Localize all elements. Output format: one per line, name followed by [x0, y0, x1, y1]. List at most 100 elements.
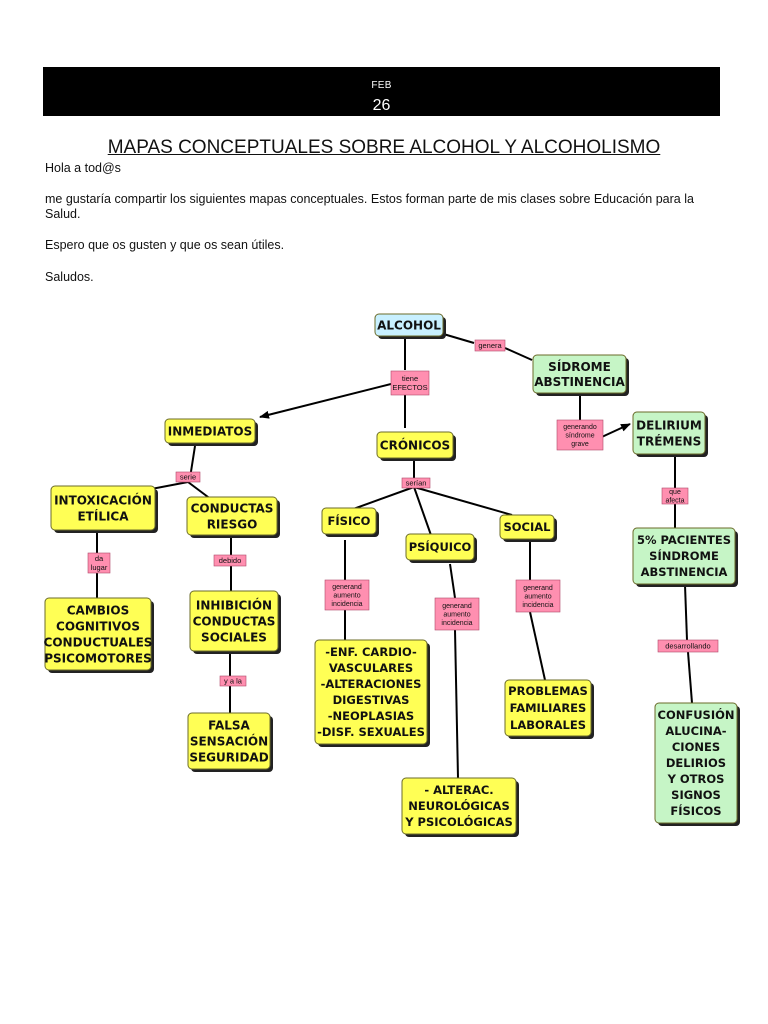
link-label-text: aumento	[524, 593, 551, 600]
concept-node-text: SOCIALES	[201, 630, 267, 644]
post-paragraph: Espero que os gusten y que os sean útile…	[45, 238, 285, 252]
link-label-que_afecta: que afecta	[661, 487, 689, 505]
concept-node-text: PSÍQUICO	[409, 539, 472, 554]
post-paragraph: me gustaría compartir los siguientes map…	[45, 192, 694, 221]
concept-node-cambios: CAMBIOS COGNITIVOS CONDUCTUALES PSICOMOTORE…	[44, 597, 154, 673]
concept-node-cronicos: CRÓNICOS	[376, 431, 456, 461]
concept-node-fisico: FÍSICO	[321, 507, 379, 537]
post-date-bar: FEB 26	[43, 67, 720, 116]
post-paragraph: Hola a tod@s	[45, 161, 121, 175]
post-paragraph: Saludos.	[45, 270, 94, 284]
concept-node-text: - ALTERAC.	[424, 783, 493, 797]
concept-node-text: -ALTERACIONES	[321, 677, 422, 691]
concept-node-text: CRÓNICOS	[380, 437, 450, 452]
map-connector	[454, 629, 459, 779]
link-label-text: genera	[478, 341, 502, 350]
link-label-text: aumento	[333, 592, 360, 599]
link-label-text: serie	[180, 473, 196, 482]
concept-node-text: ALUCINA-	[665, 724, 726, 738]
concept-node-text: -DISF. SEXUALES	[317, 725, 425, 739]
link-label-text: serían	[406, 479, 427, 488]
link-label-text: incidencia	[441, 620, 472, 627]
concept-node-text: Y PSICOLÓGICAS	[404, 814, 513, 829]
concept-node-text: Y OTROS	[667, 772, 725, 786]
concept-node-text: RIESGO	[207, 517, 258, 531]
concept-node-text: NEUROLÓGICAS	[408, 798, 509, 813]
link-label-genera: genera	[474, 339, 506, 352]
link-label-text: lugar	[91, 563, 108, 572]
concept-node-text: COGNITIVOS	[56, 619, 140, 633]
concept-node-alcohol: ALCOHOL	[374, 313, 446, 339]
concept-node-text: FÍSICO	[328, 513, 371, 528]
link-label-text: incidencia	[522, 602, 553, 609]
link-label-text: tiene	[402, 374, 418, 383]
concept-node-text: FALSA	[208, 718, 250, 732]
concept-node-text: ETÍLICA	[77, 508, 129, 523]
concept-node-text: PSICOMOTORES	[44, 651, 152, 665]
link-label-serie: serie	[175, 471, 201, 483]
link-label-text: aumento	[443, 611, 470, 618]
concept-node-text: CONDUCTUALES	[44, 635, 153, 649]
link-label-text: afecta	[665, 498, 684, 505]
concept-node-text: SIGNOS	[671, 788, 721, 802]
concept-map-connectors	[96, 332, 693, 779]
link-label-text: desarrollando	[665, 642, 710, 651]
concept-node-text: -NEOPLASIAS	[328, 709, 414, 723]
map-connector	[413, 486, 513, 516]
map-connector	[687, 651, 693, 704]
concept-node-text: ABSTINENCIA	[534, 375, 625, 389]
concept-node-text: FAMILIARES	[510, 701, 587, 715]
concept-node-text: DELIRIOS	[666, 756, 726, 770]
concept-node-text: SÍNDROME	[649, 548, 719, 563]
concept-node-text: CIONES	[672, 740, 720, 754]
concept-node-inmediatos: INMEDIATOS	[164, 418, 258, 446]
concept-node-text: VASCULARES	[329, 661, 413, 675]
post-date-month: FEB	[371, 80, 392, 91]
concept-node-inhibicion: INHIBICIÓN CONDUCTAS SOCIALES	[189, 590, 281, 654]
concept-node-text: FÍSICOS	[670, 803, 721, 818]
link-label-text: que	[669, 489, 681, 496]
post-date-day: 26	[372, 97, 391, 114]
concept-node-text: INMEDIATOS	[168, 424, 252, 438]
concept-node-psiquico: PSÍQUICO	[405, 533, 477, 563]
concept-node-text: DELIRIUM	[636, 418, 702, 432]
link-label-text: generando	[563, 424, 597, 431]
link-label-y_a_la: y a la	[219, 675, 247, 687]
link-label-text: EFECTOS	[392, 383, 427, 392]
concept-node-text: INTOXICACIÓN	[54, 492, 152, 507]
post-title[interactable]: MAPAS CONCEPTUALES SOBRE ALCOHOL Y ALCOH…	[107, 137, 661, 158]
link-label-text: generand	[332, 584, 362, 591]
link-label-text: y a la	[224, 677, 243, 686]
concept-node-text: SEGURIDAD	[189, 750, 268, 764]
link-label-text: generand	[523, 585, 553, 592]
link-label-text: síndrome	[565, 432, 594, 439]
concept-node-text: -ENF. CARDIO-	[325, 645, 417, 659]
concept-node-text: ALCOHOL	[377, 318, 441, 332]
map-connector	[259, 382, 396, 419]
concept-map-image: ALCOHOLSÍDROMEABSTINENCIADELIRIUMTRÉMENS…	[44, 313, 740, 837]
concept-node-text: SOCIAL	[503, 520, 551, 534]
concept-node-text: LABORALES	[510, 718, 586, 732]
concept-node-text: INHIBICIÓN	[196, 597, 272, 612]
concept-node-text: CONDUCTAS	[193, 614, 276, 628]
map-connector	[449, 563, 456, 599]
concept-node-text: SÍDROME	[548, 359, 611, 374]
concept-node-text: TRÉMENS	[637, 433, 701, 448]
concept-map-nodes: ALCOHOLSÍDROMEABSTINENCIADELIRIUMTRÉMENS…	[44, 313, 740, 837]
concept-node-text: ABSTINENCIA	[641, 565, 728, 579]
map-connector	[504, 347, 533, 361]
concept-node-text: CAMBIOS	[67, 603, 130, 617]
map-connector	[529, 611, 546, 681]
